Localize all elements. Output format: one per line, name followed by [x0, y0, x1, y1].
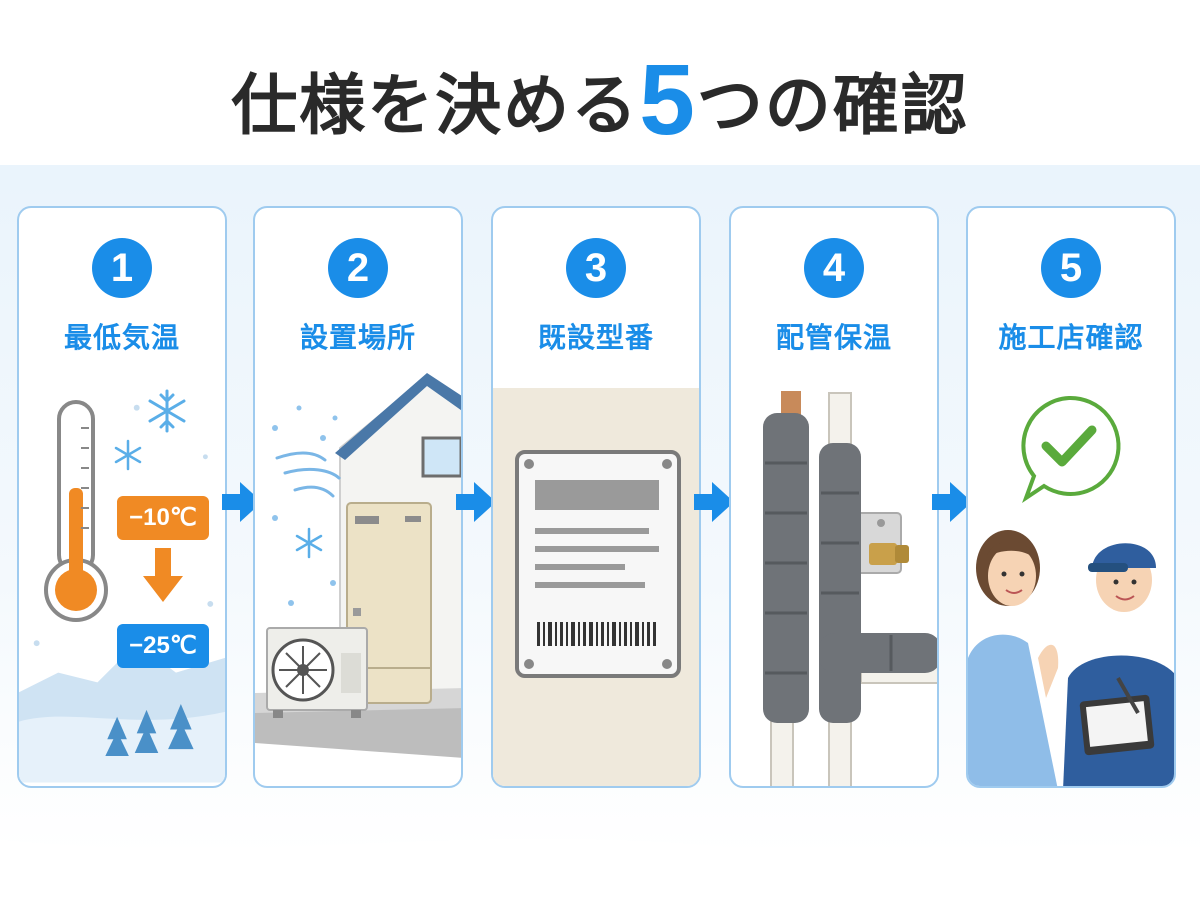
page-title: 仕様を決める5つの確認	[0, 50, 1200, 150]
temperature-high-tag: −10℃	[117, 496, 209, 540]
customer-and-installer-illustration	[968, 530, 1174, 786]
title-text-before: 仕様を決める	[231, 67, 640, 144]
temperature-low-tag: −25℃	[117, 624, 209, 668]
check-bubble-icon	[1021, 395, 1121, 504]
background-wave-bottom	[0, 839, 1200, 880]
step-card-3: 3 既設型番	[491, 206, 701, 788]
step-label: 設置場所	[299, 321, 416, 354]
pipe-insulation-icon	[763, 391, 937, 786]
step-number-badge: 5	[1041, 238, 1101, 298]
step-card-5: 5 施工店確認	[966, 206, 1176, 788]
title-text-after: つの確認	[696, 67, 969, 144]
step-number-badge: 4	[804, 238, 864, 298]
arrow-right-icon	[222, 482, 262, 522]
thermometer-icon	[44, 400, 108, 622]
arrow-right-icon	[694, 482, 734, 522]
step-number-badge: 3	[566, 238, 626, 298]
step-label: 施工店確認	[998, 321, 1144, 354]
barcode-icon	[537, 622, 656, 646]
snowflake-icon	[148, 389, 186, 433]
arrow-down-icon	[143, 548, 183, 602]
step-card-2: 2 設置場所	[253, 206, 463, 788]
arrow-right-icon	[932, 482, 972, 522]
step-card-1: 1 最低気温 −10℃ −25℃	[17, 206, 227, 788]
step-label: 配管保温	[775, 321, 892, 354]
snowflake-icon	[114, 439, 142, 471]
title-number: 5	[639, 44, 697, 156]
step-card-4: 4 配管保温	[729, 206, 939, 788]
arrow-right-icon	[456, 482, 496, 522]
nameplate-icon	[515, 450, 681, 678]
house-icon	[255, 373, 461, 758]
winter-landscape-illustration	[19, 404, 225, 783]
step-label: 既設型番	[537, 321, 654, 354]
step-number-badge: 2	[328, 238, 388, 298]
step-number-badge: 1	[92, 238, 152, 298]
background-wave-top	[0, 165, 1200, 190]
step-label: 最低気温	[63, 321, 180, 354]
